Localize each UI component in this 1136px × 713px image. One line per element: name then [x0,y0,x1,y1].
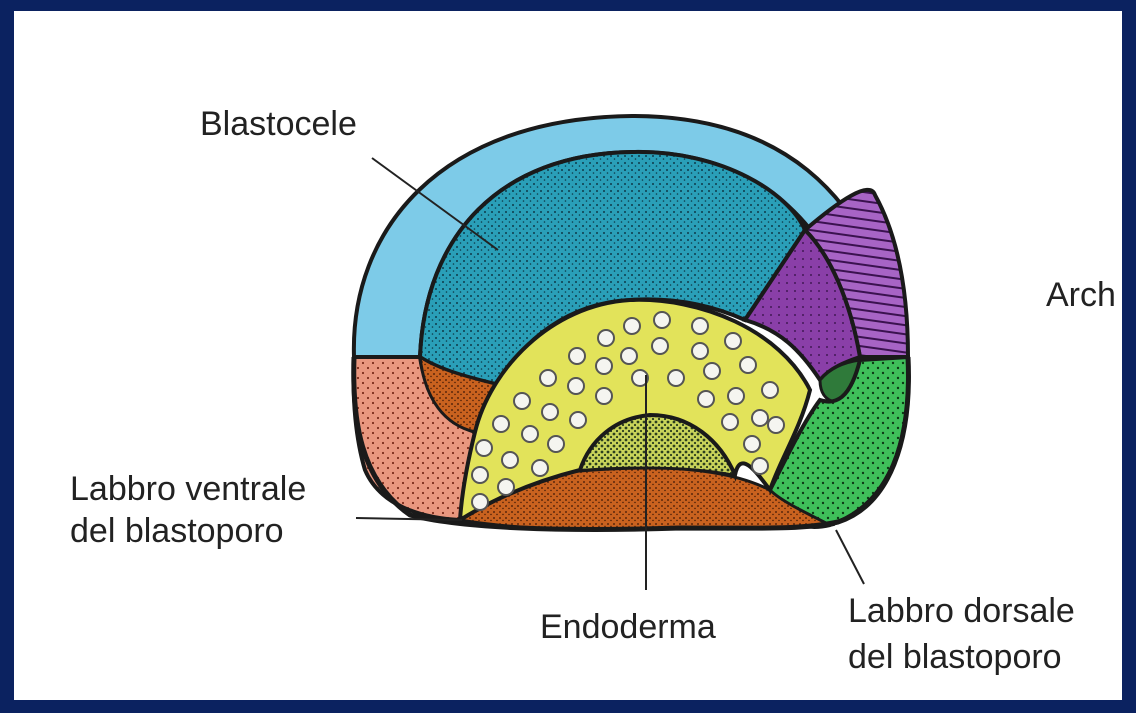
label-labbro-dorsale-1: Labbro dorsale [848,592,1075,630]
label-archenteron-partial: Arch [1046,276,1116,314]
leader-labbro-dorsale [836,530,864,584]
label-blastocele: Blastocele [200,105,357,143]
label-labbro-ventrale-2: del blastoporo [70,512,284,550]
embryo-diagram: Blastocele Arch Labbro ventrale del blas… [14,11,1122,700]
diagram-frame: Blastocele Arch Labbro ventrale del blas… [14,11,1122,700]
label-labbro-dorsale-2: del blastoporo [848,638,1062,676]
label-labbro-ventrale-1: Labbro ventrale [70,470,306,508]
label-endoderma: Endoderma [540,608,716,646]
